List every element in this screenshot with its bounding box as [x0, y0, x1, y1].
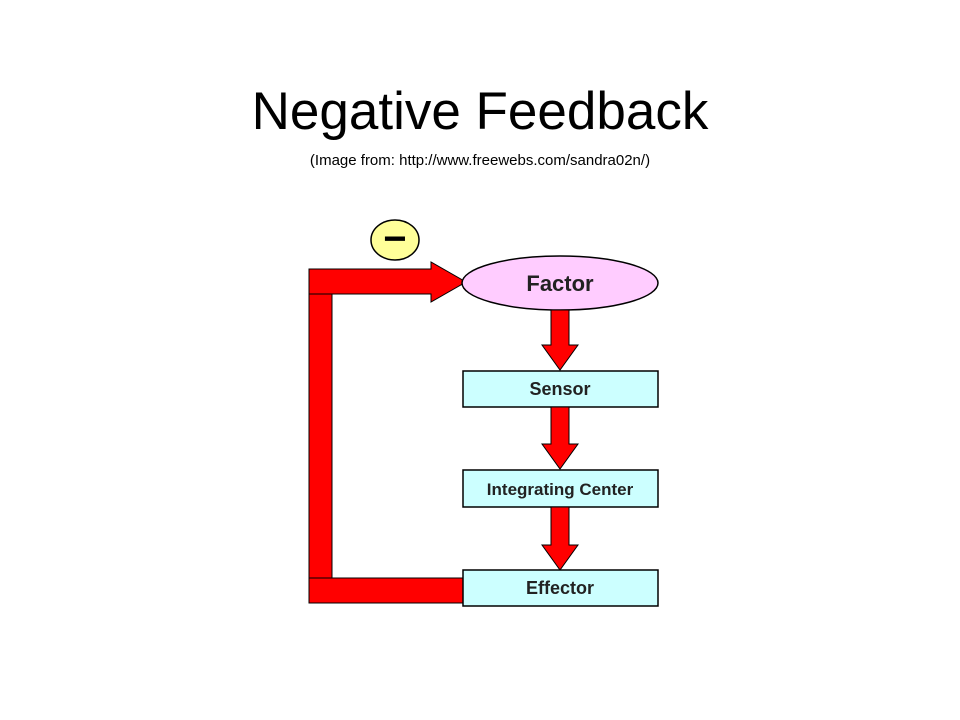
sensor-node: [462, 370, 659, 408]
arrow-integrating-center-to-effector: [541, 506, 579, 571]
effector-label: Effector: [526, 578, 594, 598]
feedback-arrow-to-factor: [308, 261, 468, 303]
image-source-caption: (Image from: http://www.freewebs.com/san…: [309, 152, 651, 169]
feedback-loop-vertical-bar: [308, 268, 333, 604]
integrating-center-node: [462, 469, 659, 508]
minus-sign-circle: [370, 219, 420, 261]
minus-sign: −: [383, 217, 406, 261]
arrow-factor-to-sensor: [541, 309, 579, 371]
factor-label: Factor: [526, 271, 594, 296]
arrow-sensor-to-integrating-center: [541, 406, 579, 470]
integrating-center-label: Integrating Center: [487, 480, 634, 499]
slide-title: Negative Feedback: [251, 82, 709, 141]
sensor-label: Sensor: [529, 379, 590, 399]
effector-node: [462, 569, 659, 607]
feedback-loop-bottom-bar: [308, 577, 466, 604]
